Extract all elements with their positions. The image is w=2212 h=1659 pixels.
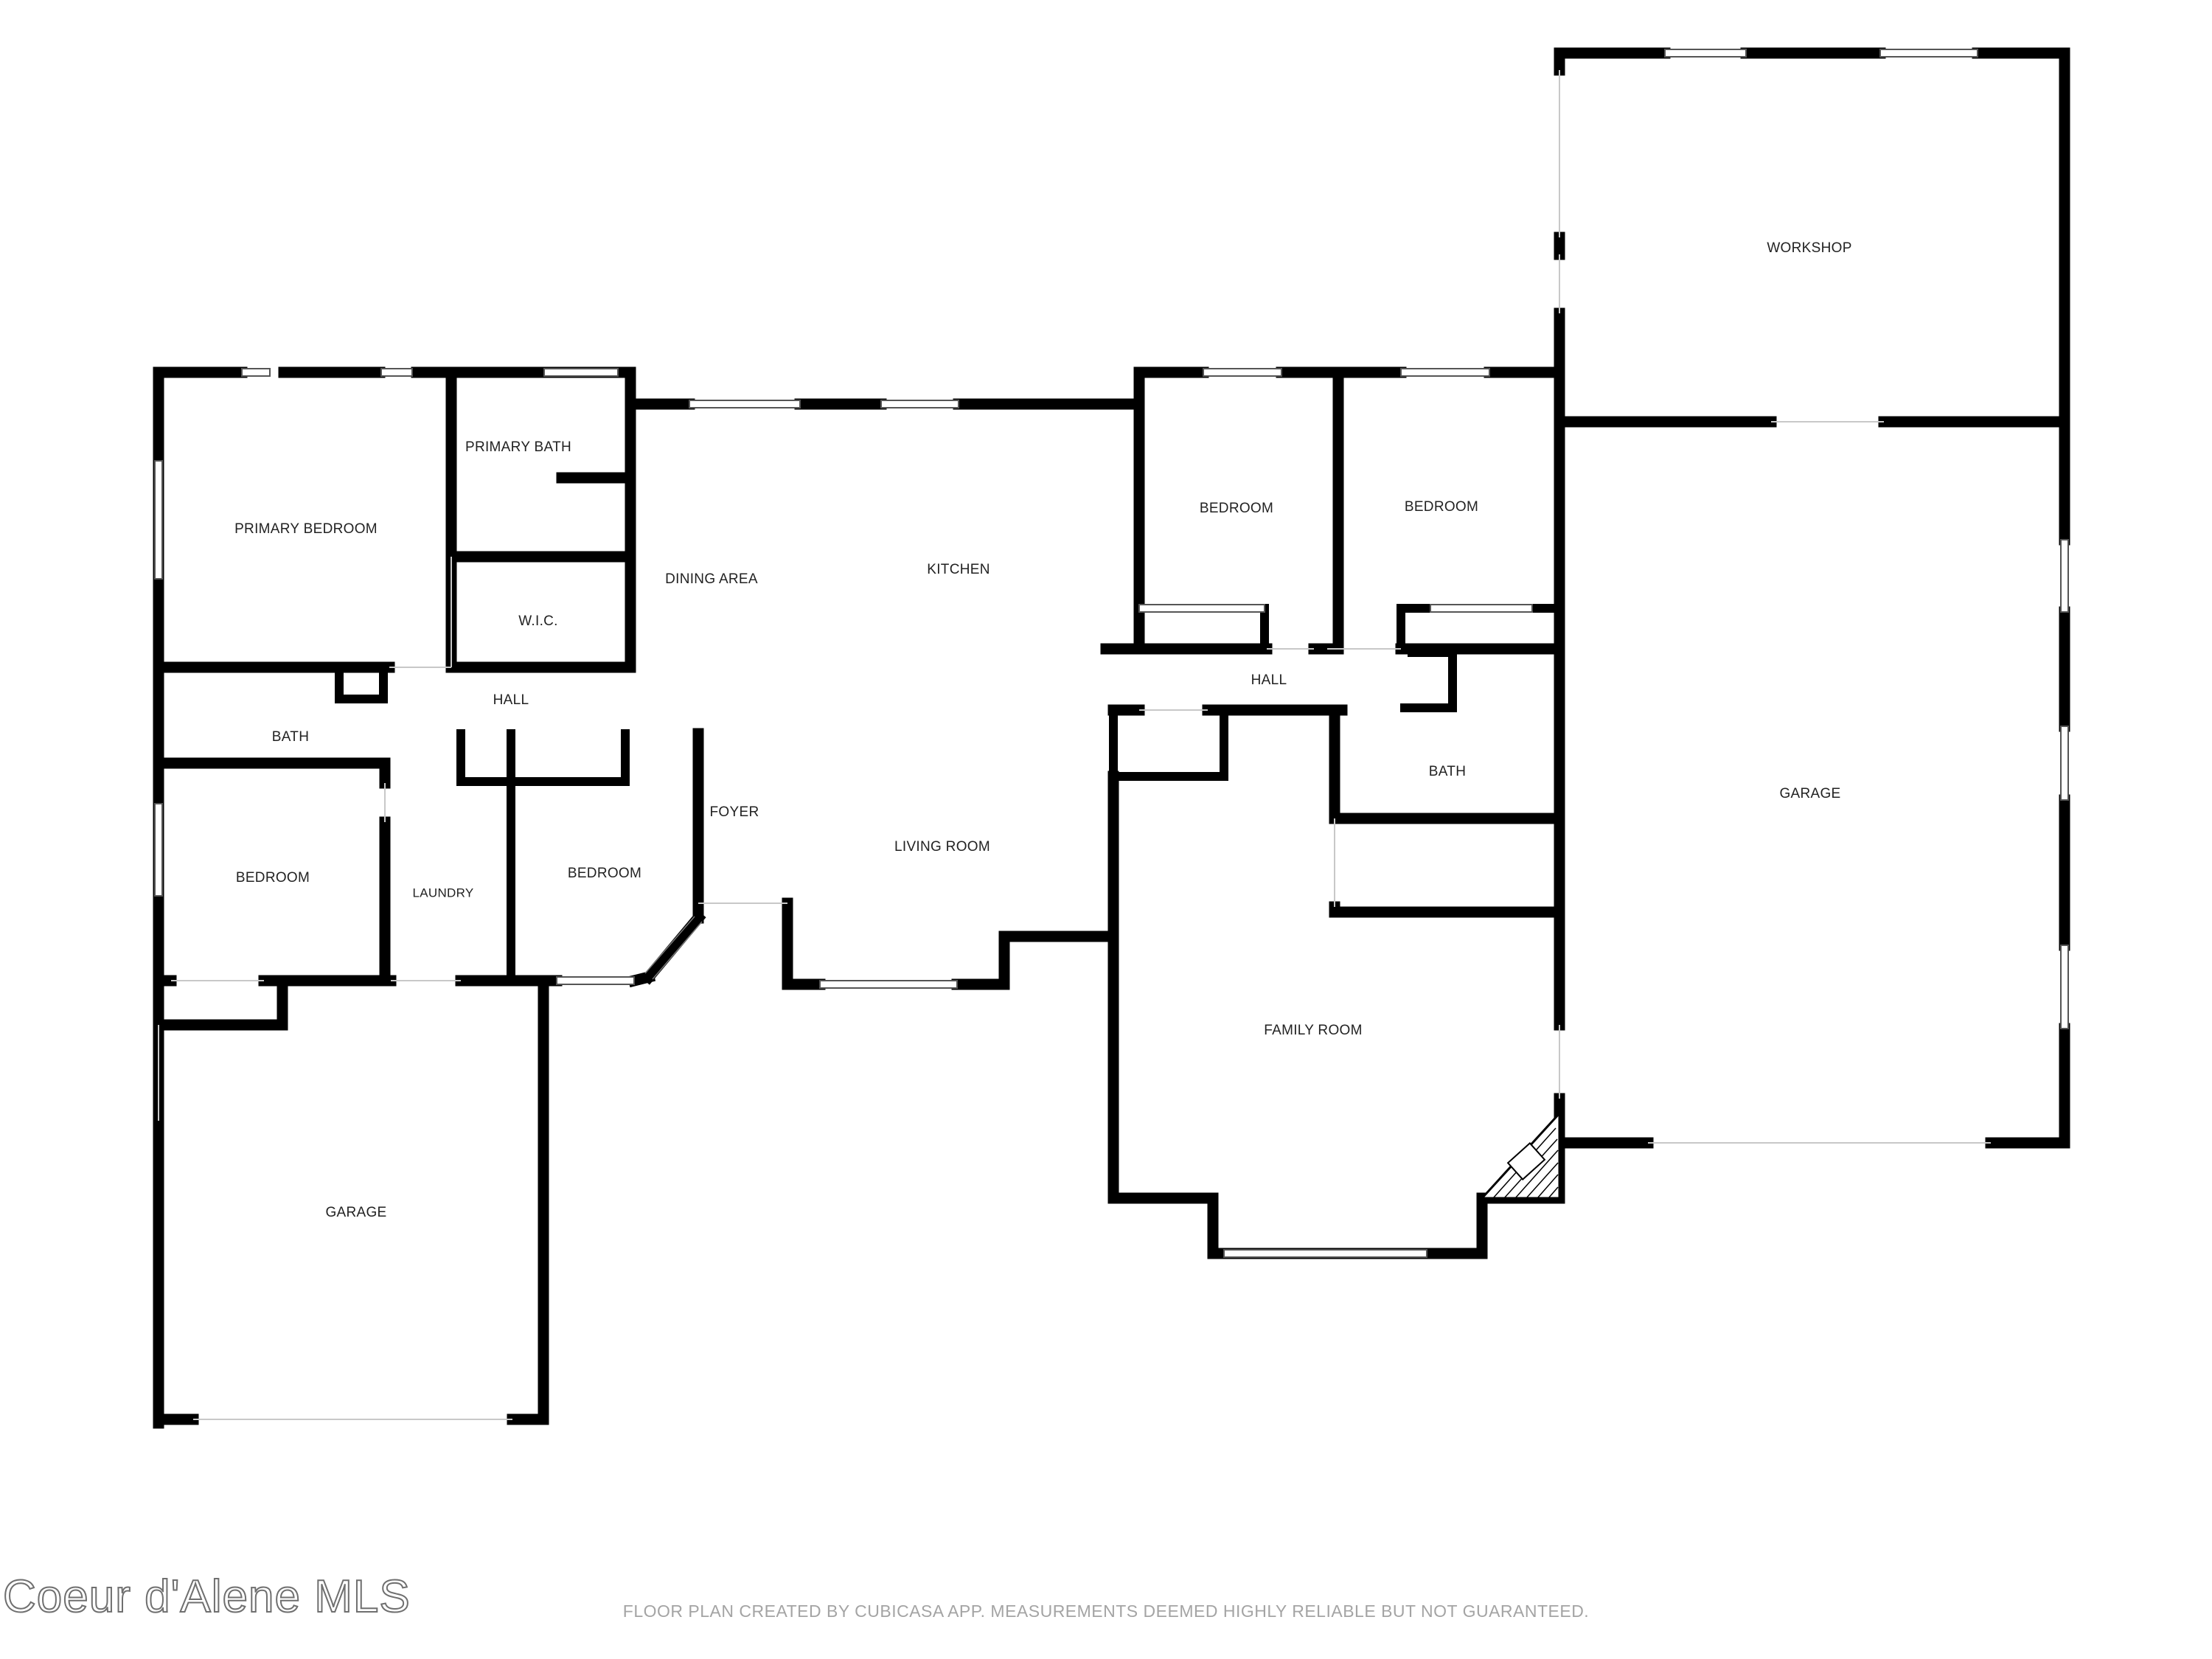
windows <box>154 49 2069 1258</box>
room-label-bath-east: BATH <box>1429 764 1466 779</box>
room-label-bedroom-center: BEDROOM <box>568 866 641 881</box>
room-label-bedroom-west: BEDROOM <box>236 870 310 886</box>
room-label-laundry: LAUNDRY <box>412 886 473 900</box>
room-label-dining-area: DINING AREA <box>665 571 758 587</box>
room-label-bath-west: BATH <box>272 729 309 745</box>
room-label-garage-west: GARAGE <box>325 1205 386 1220</box>
room-label-family-room: FAMILY ROOM <box>1264 1023 1363 1038</box>
workshop-garage-walls <box>1554 47 2070 1149</box>
room-label-garage-east: GARAGE <box>1779 786 1840 801</box>
room-label-wic: W.I.C. <box>518 613 558 629</box>
room-label-bedroom-east-2: BEDROOM <box>1405 499 1478 515</box>
room-labels: PRIMARY BEDROOM PRIMARY BATH W.I.C. DINI… <box>234 240 1851 1220</box>
room-label-primary-bedroom: PRIMARY BEDROOM <box>234 521 378 537</box>
west-wing-walls <box>153 366 706 1429</box>
room-label-foyer: FOYER <box>710 804 759 820</box>
room-label-primary-bath: PRIMARY BATH <box>465 439 571 455</box>
mls-watermark: Coeur d'Alene MLS <box>2 1571 411 1623</box>
east-wing-walls <box>1100 366 1565 1259</box>
room-label-kitchen: KITCHEN <box>927 562 990 577</box>
central-walls <box>625 366 1145 990</box>
room-label-hall-east: HALL <box>1251 672 1287 688</box>
floor-plan-disclaimer: FLOOR PLAN CREATED BY CUBICASA APP. MEAS… <box>622 1601 1590 1621</box>
openings <box>158 70 1991 1420</box>
fireplace <box>1479 1110 1561 1200</box>
room-label-living-room: LIVING ROOM <box>894 839 990 855</box>
room-label-bedroom-east-1: BEDROOM <box>1200 501 1273 516</box>
room-label-hall-west: HALL <box>493 692 529 708</box>
room-label-workshop: WORKSHOP <box>1767 240 1851 256</box>
